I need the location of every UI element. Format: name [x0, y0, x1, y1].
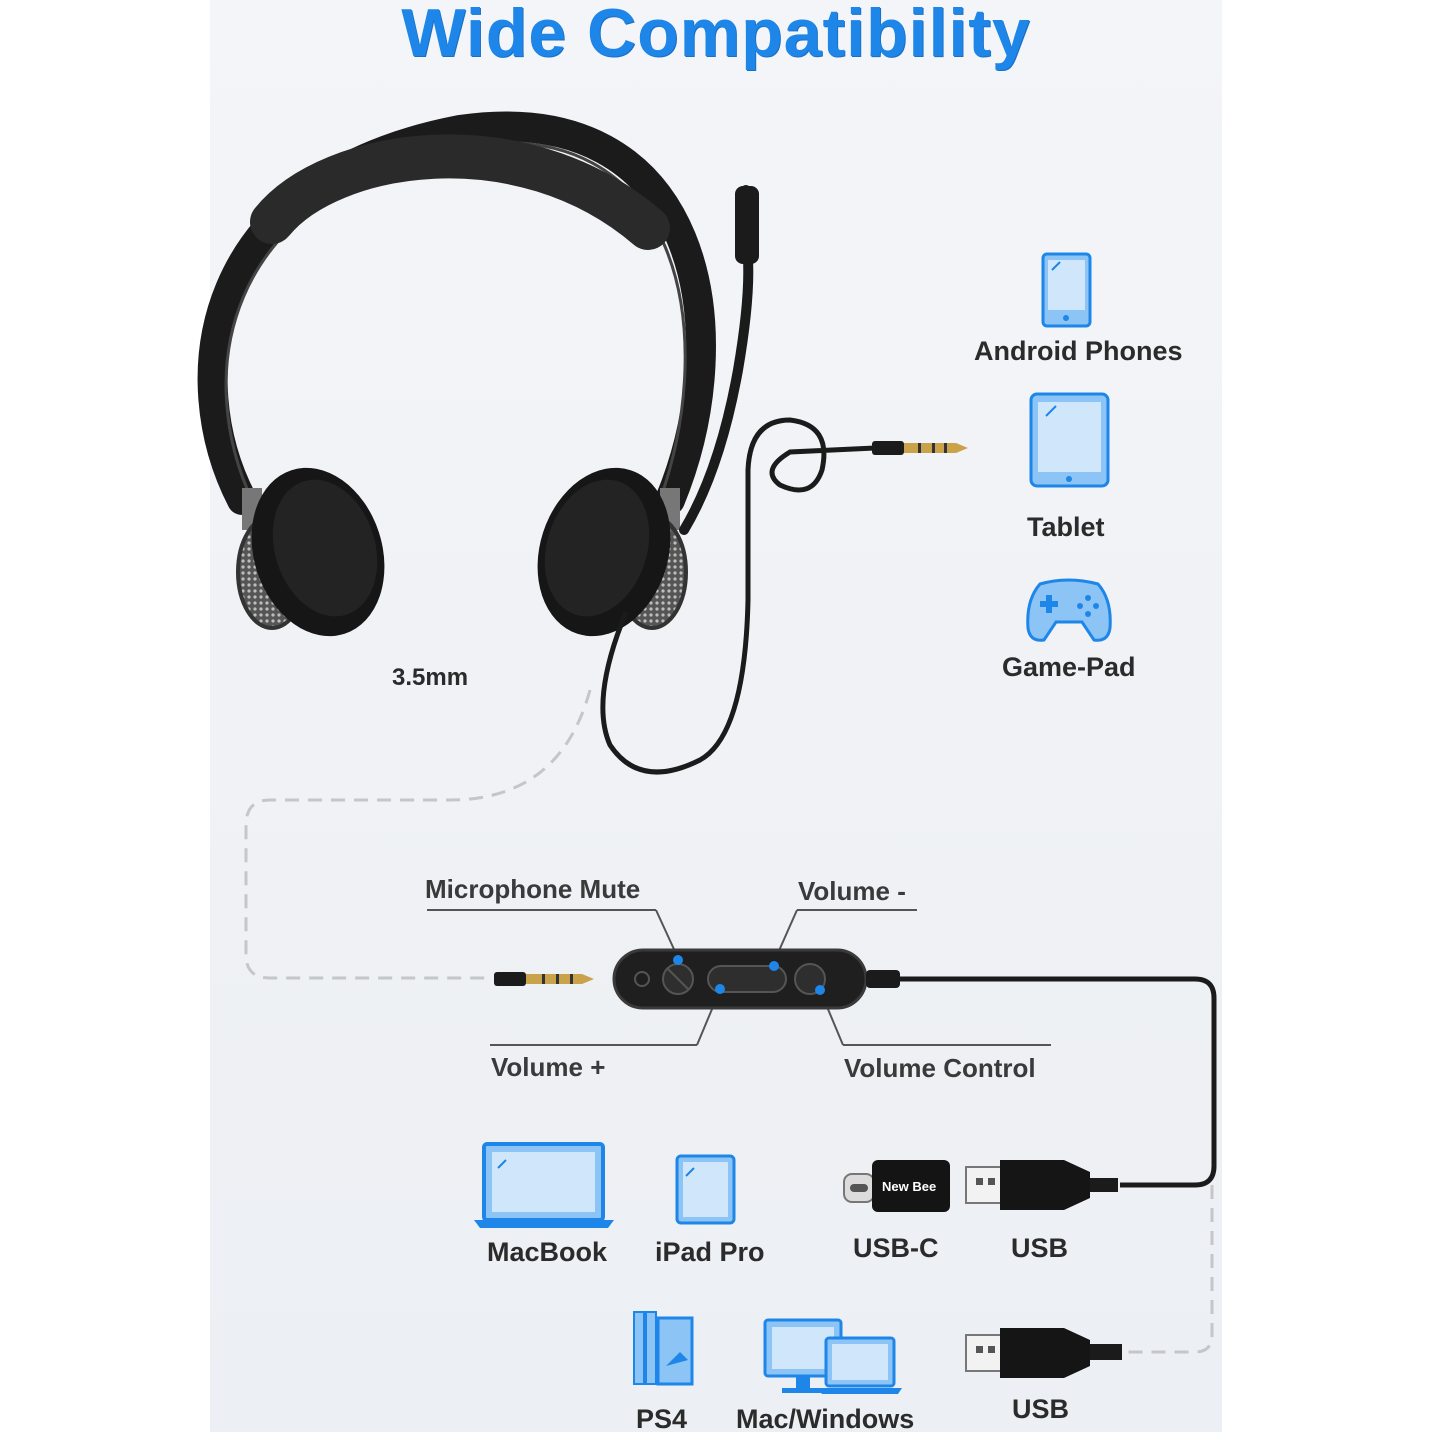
desktop-monitors-icon: [763, 1318, 902, 1394]
laptop-icon: [474, 1142, 614, 1228]
usb-bottom-label: USB: [1012, 1394, 1070, 1424]
audio-jack-plug-bottom: [494, 972, 594, 986]
inline-controller: [427, 909, 1217, 1188]
headset-cable: [600, 417, 876, 775]
jack-size-label: 3.5mm: [392, 664, 469, 691]
usb-top-label: USB: [1011, 1233, 1069, 1263]
volume-control-label: Volume Control: [844, 1053, 1036, 1083]
gamepad-label: Game-Pad: [1002, 652, 1136, 682]
mac-windows-label: Mac/Windows: [736, 1404, 915, 1432]
usb-c-adapter: [843, 1160, 950, 1212]
left-earcup: [236, 467, 385, 637]
audio-jack-plug-top: [872, 441, 968, 455]
usb-a-plug-top: [965, 1160, 1118, 1210]
volume-minus-label: Volume -: [798, 876, 906, 906]
ipad-pro-label: iPad Pro: [655, 1237, 765, 1267]
ps4-icon: [633, 1311, 694, 1386]
usb-cable: [900, 976, 1217, 1188]
volume-rocker: [707, 965, 787, 993]
tablet-label: Tablet: [1027, 512, 1105, 542]
dashed-guide-right: [1125, 1185, 1214, 1354]
macbook-label: MacBook: [487, 1237, 608, 1267]
ipad-icon: [675, 1154, 736, 1225]
adapter-brand-label: New Bee: [882, 1179, 937, 1194]
right-earcup: [537, 467, 688, 637]
gamepad-icon: [1026, 578, 1112, 642]
page-title: Wide Compatibility: [401, 0, 1031, 71]
headset-illustration: [197, 111, 968, 775]
phone-icon: [1041, 252, 1092, 328]
usb-c-label: USB-C: [853, 1233, 939, 1263]
volume-plus-label: Volume +: [491, 1052, 606, 1082]
ps4-label: PS4: [636, 1404, 688, 1432]
tablet-icon: [1029, 392, 1110, 488]
microphone-mute-label: Microphone Mute: [425, 874, 641, 904]
usb-a-plug-bottom: [965, 1328, 1122, 1378]
headband: [197, 111, 716, 515]
headband-pad: [250, 134, 670, 250]
android-phones-label: Android Phones: [974, 336, 1183, 366]
dashed-guide-left: [244, 689, 592, 980]
microphone-boom: [679, 185, 754, 535]
